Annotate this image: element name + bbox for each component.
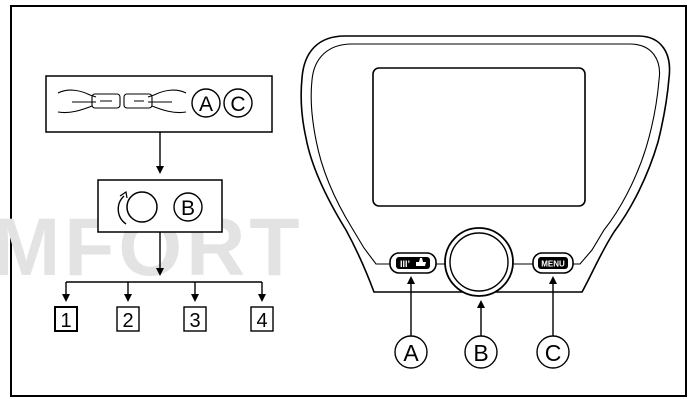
svg-text:C: C (545, 340, 562, 366)
callout-c-circle (223, 88, 253, 118)
svg-text:A: A (403, 340, 419, 366)
knob-icon (126, 191, 158, 223)
callout-c: C (536, 335, 570, 369)
hand-press-icon (57, 89, 187, 114)
seat-heat-icon: III’ (400, 259, 410, 269)
option-3: 3 (183, 306, 207, 332)
callout-b-circle (173, 192, 203, 222)
callout-a-circle (191, 88, 221, 118)
branch-lines (62, 281, 266, 302)
figure-frame (10, 5, 687, 397)
svg-text:3: 3 (189, 310, 200, 332)
step2-label-b: B (181, 197, 195, 220)
callout-a: A (394, 335, 428, 369)
control-panel: III’ MENU (300, 35, 671, 297)
seat-icon (416, 258, 426, 266)
svg-text:2: 2 (122, 310, 133, 332)
step1-label-c: C (230, 93, 245, 116)
rotary-knob[interactable] (444, 227, 514, 297)
option-2: 2 (116, 306, 140, 332)
step2-box: B (97, 179, 223, 233)
menu-button[interactable]: MENU (532, 252, 574, 274)
svg-text:4: 4 (256, 310, 267, 332)
callout-arrows (407, 276, 557, 336)
seat-heat-button[interactable]: III’ (389, 252, 437, 274)
option-4: 4 (250, 306, 274, 332)
svg-text:1: 1 (60, 310, 71, 332)
option-1: 1 (54, 306, 78, 332)
step1-box: A C (45, 75, 273, 133)
display-screen (372, 67, 586, 207)
panel-inner-contour (310, 43, 661, 265)
rotate-arrow-icon (117, 190, 128, 225)
svg-text:B: B (473, 340, 488, 366)
step1-label-a: A (199, 93, 213, 116)
callout-b: B (464, 335, 498, 369)
menu-button-label: MENU (541, 260, 565, 269)
